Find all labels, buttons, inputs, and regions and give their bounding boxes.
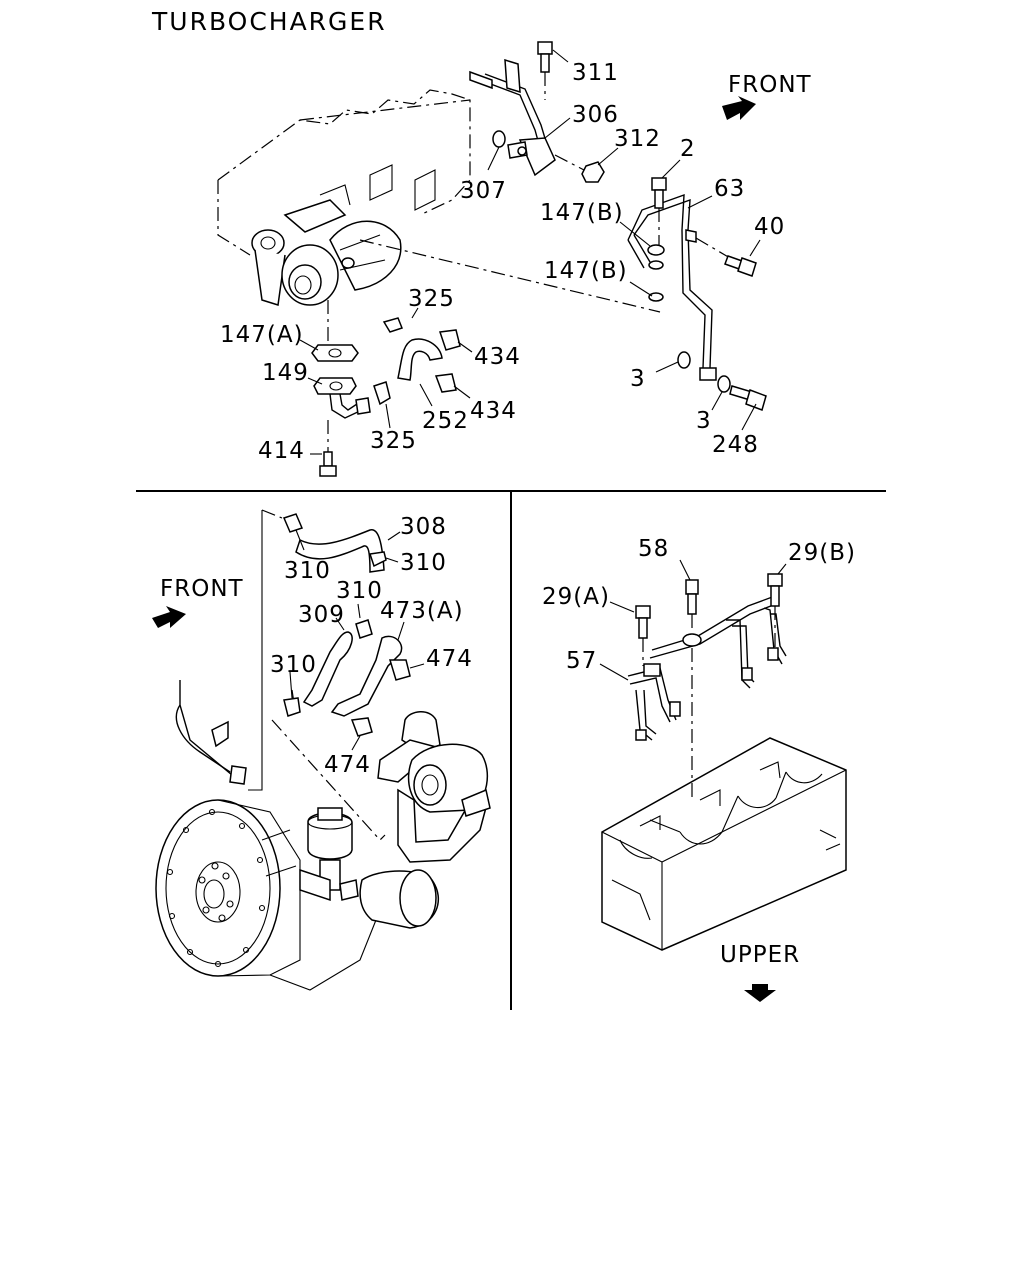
bottom-right-section: 58 29(B) 29(A) 57 UPPER (542, 536, 856, 1002)
callout-147a: 147(A) (220, 322, 304, 348)
part-310-clamp-b (355, 619, 373, 639)
part-414-bolt (319, 420, 337, 477)
turbocharger-unit (251, 199, 402, 306)
part-40-bolt (695, 237, 757, 277)
part-58-check-valve-bolt (685, 579, 699, 800)
part-248-bolt (729, 385, 767, 411)
bottom-left-leader-lines (289, 529, 425, 751)
part-325-clamp-lower (373, 381, 391, 406)
part-29a-bolt (635, 605, 651, 666)
part-29b-bolt (767, 573, 783, 648)
callout-3-left: 3 (630, 366, 646, 392)
callout-414: 414 (258, 438, 305, 464)
part-309-hose (302, 631, 353, 707)
part-325-clamp-upper (382, 317, 403, 333)
callout-434-upper: 434 (474, 344, 521, 370)
callout-309: 309 (298, 602, 345, 628)
part-473a-hose (330, 635, 403, 717)
callout-147b-lower: 147(B) (544, 258, 628, 284)
callout-310-b: 310 (400, 550, 447, 576)
diagram-title: TURBOCHARGER (151, 7, 387, 36)
callout-40: 40 (754, 214, 785, 240)
part-474-clamp-lower (350, 717, 373, 737)
part-306-oil-pipe (469, 58, 556, 177)
part-310-clamp-c (283, 697, 301, 717)
front-arrow-icon (722, 96, 756, 120)
callout-311: 311 (572, 60, 619, 86)
front-label-top: FRONT (728, 72, 812, 98)
part-147a-gasket (311, 300, 359, 362)
callout-2: 2 (680, 136, 696, 162)
callout-248: 248 (712, 432, 759, 458)
part-310-clamp-a (369, 551, 387, 568)
callout-29b: 29(B) (788, 540, 856, 566)
callout-325-lower: 325 (370, 428, 417, 454)
part-3-washer-right (717, 375, 731, 393)
part-307-washer (492, 130, 506, 148)
part-474-clamp-upper (388, 659, 411, 681)
callout-474-upper: 474 (426, 646, 473, 672)
callout-149: 149 (262, 360, 309, 386)
coolant-pipe-left (175, 680, 247, 785)
part-434-clamp-upper (438, 329, 461, 351)
part-57-oil-jet-assembly (627, 595, 787, 741)
callout-310-a: 310 (284, 558, 331, 584)
callout-312: 312 (614, 126, 661, 152)
callout-474-lower: 474 (324, 752, 371, 778)
callout-3-right: 3 (696, 408, 712, 434)
callout-63: 63 (714, 176, 745, 202)
engine-block-outline (217, 89, 471, 256)
callout-310-d: 310 (270, 652, 317, 678)
callout-434-lower: 434 (470, 398, 517, 424)
callout-325-upper: 325 (408, 286, 455, 312)
oil-cooler-assembly (377, 711, 491, 863)
upper-down-arrow-icon (744, 984, 776, 1002)
part-63-oil-return-pipe (627, 193, 717, 381)
part-308-hose (282, 513, 385, 573)
top-section: 311 306 312 307 2 63 147(B) 40 147(B) 32… (217, 41, 812, 477)
callout-308: 308 (400, 514, 447, 540)
callout-252: 252 (422, 408, 469, 434)
front-arrow-icon-left (152, 606, 186, 628)
top-leader-lines (299, 49, 761, 455)
part-3-washer-left (677, 351, 691, 369)
leader-turbo-to-pipe (359, 239, 661, 313)
engine-flywheel (155, 799, 381, 991)
callout-57: 57 (566, 648, 597, 674)
callout-58: 58 (638, 536, 669, 562)
bottom-left-section: 308 310 310 310 309 473(A) 474 310 474 F… (152, 509, 491, 991)
bottom-right-leader-lines (599, 559, 787, 681)
engine-accessory-assembly (299, 807, 440, 929)
part-149-oil-drain-pipe (313, 377, 371, 419)
callout-473a: 473(A) (380, 598, 464, 624)
callout-306: 306 (572, 102, 619, 128)
part-252-hose (397, 338, 443, 381)
frame-line (248, 510, 263, 791)
part-312-nut (554, 154, 605, 183)
cylinder-block (601, 737, 847, 951)
part-147b-washer-lower (648, 292, 664, 302)
upper-label: UPPER (720, 942, 800, 968)
callout-307: 307 (460, 178, 507, 204)
part-434-clamp-lower (434, 373, 457, 393)
part-147b-washer-upper (647, 244, 665, 256)
callout-147b-upper: 147(B) (540, 200, 624, 226)
callout-29a: 29(A) (542, 584, 610, 610)
callout-310-c: 310 (336, 578, 383, 604)
front-label-left: FRONT (160, 576, 244, 602)
part-311-bolt (537, 41, 553, 100)
part-2-bolt (651, 177, 667, 250)
